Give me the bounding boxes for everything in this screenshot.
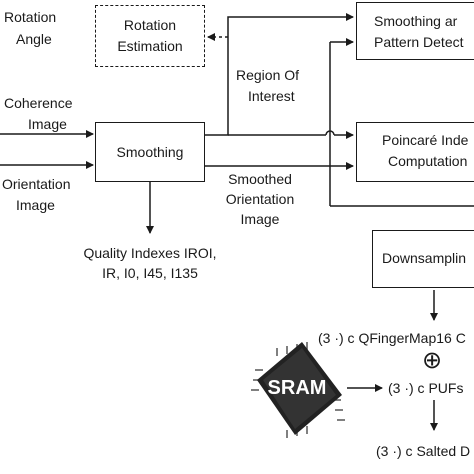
salted-label: (3 ·) c Salted D [376,443,471,459]
rotation-estimation-box [95,5,205,67]
smoothing-pattern-detect-box [356,2,474,60]
poincare-label-1: Poincaré Inde [382,132,469,148]
downsampling-box [372,230,474,288]
poincare-label-2: Computation [388,153,468,169]
downsampling-label: Downsamplin [382,250,467,266]
pufs-label: (3 ·) c PUFs [388,380,464,396]
quality-label-2: IR, I0, I45, I135 [102,265,198,281]
smoothed-label-2: Orientation [225,191,295,207]
rotation-angle-label-2: Angle [16,31,52,47]
roi-path [205,13,354,136]
roi-label-2: Interest [248,88,295,104]
orientation-label-2: Image [16,197,55,213]
coherence-label-2: Image [28,116,67,132]
smoothing-label: Smoothing [116,144,184,160]
poincare-box [356,122,474,182]
rotation-angle-label-1: Rotation [4,9,57,25]
quality-label-1: Quality Indexes IROI, [83,245,217,261]
sram-chip-icon [251,342,345,438]
smoothing-pattern-label-1: Smoothing ar [374,13,458,29]
smoothing-pattern-label-2: Pattern Detect [374,34,464,50]
roi-label-1: Region Of [236,67,300,83]
smoothing-box [95,122,205,182]
rotation-estimation-label-2: Estimation [117,38,183,54]
sram-label: SRAM [267,377,327,399]
orientation-label-1: Orientation [2,176,71,192]
xor-symbol: ⊕ [422,347,443,374]
qfingermap-label: (3 ·) c QFingerMap16 C [318,330,466,346]
smoothed-label-3: Image [240,211,280,227]
smoothed-label-1: Smoothed [228,171,292,187]
rotation-estimation-label-1: Rotation [123,17,177,33]
coherence-label-1: Coherence [4,95,73,111]
